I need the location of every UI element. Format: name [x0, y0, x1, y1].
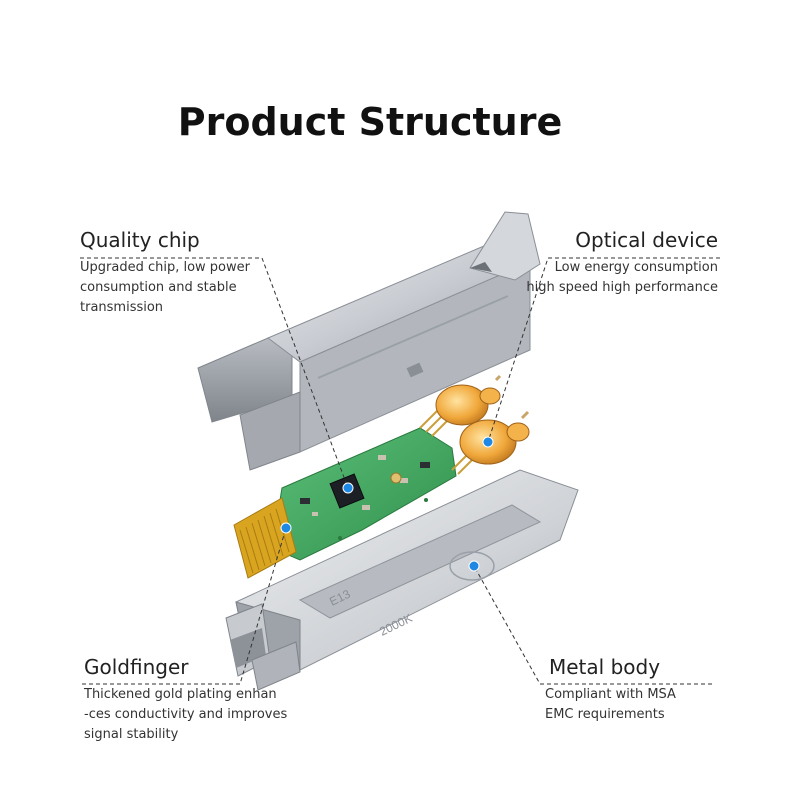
callout-heading: Metal body: [549, 655, 661, 679]
callout-description: Compliant with MSA EMC requirements: [545, 685, 765, 725]
callout-description: Low energy consumption high speed high p…: [458, 258, 718, 298]
callout-goldfinger: Goldfinger Thickened gold plating enhan …: [84, 655, 324, 745]
callout-heading: Quality chip: [80, 228, 200, 252]
callout-description: Upgraded chip, low power consumption and…: [80, 258, 320, 318]
metal-body-base: E13 2000K: [225, 469, 579, 691]
optical-components: [419, 374, 530, 475]
leader-lines: [80, 257, 720, 685]
callout-quality-chip: Quality chip Upgraded chip, low power co…: [80, 228, 320, 318]
page-title: Product Structure: [177, 100, 563, 144]
callout-description: Thickened gold plating enhan -ces conduc…: [84, 685, 324, 745]
callout-heading: Optical device: [575, 228, 718, 252]
callout-line: consumption and stable: [80, 280, 237, 295]
callout-markers: [280, 436, 494, 572]
marker-goldfinger: [280, 522, 292, 534]
callout-line: -ces conductivity and improves: [84, 707, 288, 722]
callout-line: EMC requirements: [545, 707, 665, 722]
marker-metal-body: [468, 560, 480, 572]
top-metal-cover: [197, 211, 541, 471]
callout-line: Low energy consumption: [554, 260, 718, 275]
callout-metal-body: Metal body Compliant with MSA EMC requir…: [545, 655, 765, 725]
leader-metal-body: [473, 565, 712, 685]
callout-line: Thickened gold plating enhan: [84, 687, 277, 702]
callout-line: transmission: [80, 300, 164, 315]
leader-goldfinger: [82, 527, 287, 685]
callout-line: high speed high performance: [526, 280, 718, 295]
marker-quality-chip: [342, 482, 354, 494]
marker-optical-device: [482, 436, 494, 448]
callout-line: Compliant with MSA: [545, 687, 676, 702]
leader-quality-chip: [80, 257, 349, 489]
callout-line: Upgraded chip, low power: [80, 260, 250, 275]
callout-optical-device: Optical device Low energy consumption hi…: [458, 228, 718, 298]
callout-heading: Goldfinger: [84, 655, 189, 679]
callout-line: signal stability: [84, 727, 179, 742]
leader-optical-device: [487, 257, 720, 443]
